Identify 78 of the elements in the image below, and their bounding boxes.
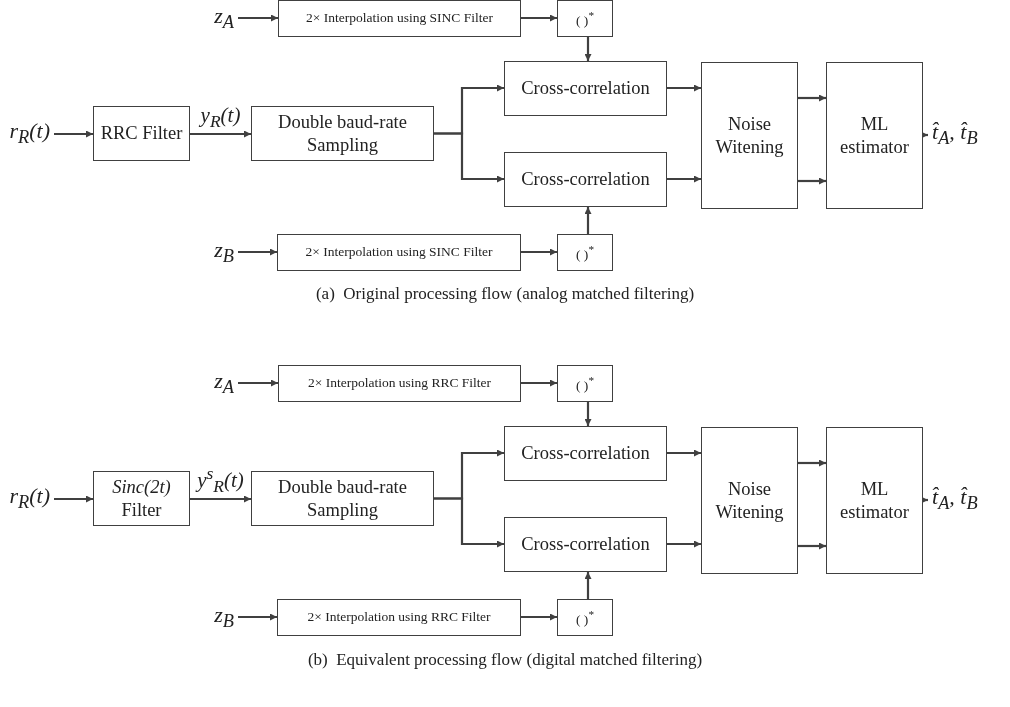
arrow — [521, 379, 557, 387]
box-text: Cross-correlation — [521, 533, 650, 556]
box-text: ( )$^{*}$ — [576, 373, 594, 394]
arrow — [238, 613, 277, 621]
box-text: Double baud-rate Sampling — [277, 476, 408, 521]
process-box — [701, 62, 798, 209]
arrow — [434, 132, 504, 183]
box-text: Cross-correlation — [521, 442, 650, 465]
process-box — [93, 471, 190, 526]
arrow — [798, 177, 826, 185]
arrow — [798, 459, 826, 467]
arrow — [584, 402, 592, 426]
arrow — [584, 207, 592, 234]
box-text: 2× Interpolation using RRC Filter — [307, 609, 491, 626]
arrow — [238, 379, 278, 387]
arrow — [921, 496, 928, 504]
process-box — [277, 234, 521, 271]
signal-label: r$_{R}$(t) — [9, 483, 50, 515]
process-box — [826, 427, 923, 574]
box-text: 2× Interpolation using RRC Filter — [307, 375, 492, 392]
figure-caption: (b) Equivalent processing flow (digital matched filtering) — [306, 650, 704, 670]
process-box — [557, 234, 613, 271]
box-text: Noise Witening — [714, 113, 785, 158]
arrow — [921, 131, 928, 139]
process-box — [826, 62, 923, 209]
arrow — [521, 248, 557, 256]
arrow — [584, 37, 592, 61]
arrow — [54, 130, 93, 138]
box-text: ML estimator — [839, 113, 910, 158]
box-text: ( )$^{*}$ — [576, 8, 594, 29]
process-box — [504, 152, 667, 207]
arrow — [190, 130, 251, 138]
arrow — [521, 14, 557, 22]
signal-label: z$_{B}$ — [214, 602, 234, 634]
box-text: Sinc(2t) Filter — [111, 476, 172, 521]
process-box — [277, 599, 521, 636]
process-box — [251, 471, 434, 526]
box-text: Noise Witening — [714, 478, 785, 523]
process-box — [557, 365, 613, 402]
arrow — [584, 572, 592, 599]
signal-label: z$_{A}$ — [214, 368, 234, 400]
process-box — [278, 365, 521, 402]
process-box — [251, 106, 434, 161]
arrow — [667, 84, 701, 92]
signal-label: z$_{B}$ — [214, 237, 234, 269]
process-box — [93, 106, 190, 161]
process-box — [701, 427, 798, 574]
arrow — [434, 497, 504, 548]
process-box — [557, 599, 613, 636]
output-label: t̂$_{A}$, t̂$_{B}$ — [932, 484, 978, 516]
box-text: Double baud-rate Sampling — [277, 111, 408, 156]
arrow — [190, 495, 251, 503]
arrow — [798, 94, 826, 102]
box-text: 2× Interpolation using SINC Filter — [306, 10, 493, 27]
arrow — [238, 248, 277, 256]
arrow — [667, 540, 701, 548]
box-text: RRC Filter — [100, 122, 183, 145]
process-box — [504, 517, 667, 572]
arrow — [798, 542, 826, 550]
box-text: Cross-correlation — [521, 77, 650, 100]
box-text: ML estimator — [839, 478, 910, 523]
process-box — [504, 61, 667, 116]
arrow — [54, 495, 93, 503]
arrow — [667, 449, 701, 457]
figure-caption: (a) Original processing flow (analog matched filtering) — [314, 284, 696, 304]
box-text: Cross-correlation — [521, 168, 650, 191]
arrow — [238, 14, 278, 22]
arrow — [667, 175, 701, 183]
box-text: ( )$^{*}$ — [576, 607, 594, 628]
process-box — [278, 0, 521, 37]
signal-label: z$_{A}$ — [214, 3, 234, 35]
signal-label: r$_{R}$(t) — [9, 118, 50, 150]
process-box — [557, 0, 613, 37]
output-label: t̂$_{A}$, t̂$_{B}$ — [932, 119, 978, 151]
box-text: ( )$^{*}$ — [576, 242, 594, 263]
arrow — [521, 613, 557, 621]
process-box — [504, 426, 667, 481]
box-text: 2× Interpolation using SINC Filter — [305, 244, 493, 261]
